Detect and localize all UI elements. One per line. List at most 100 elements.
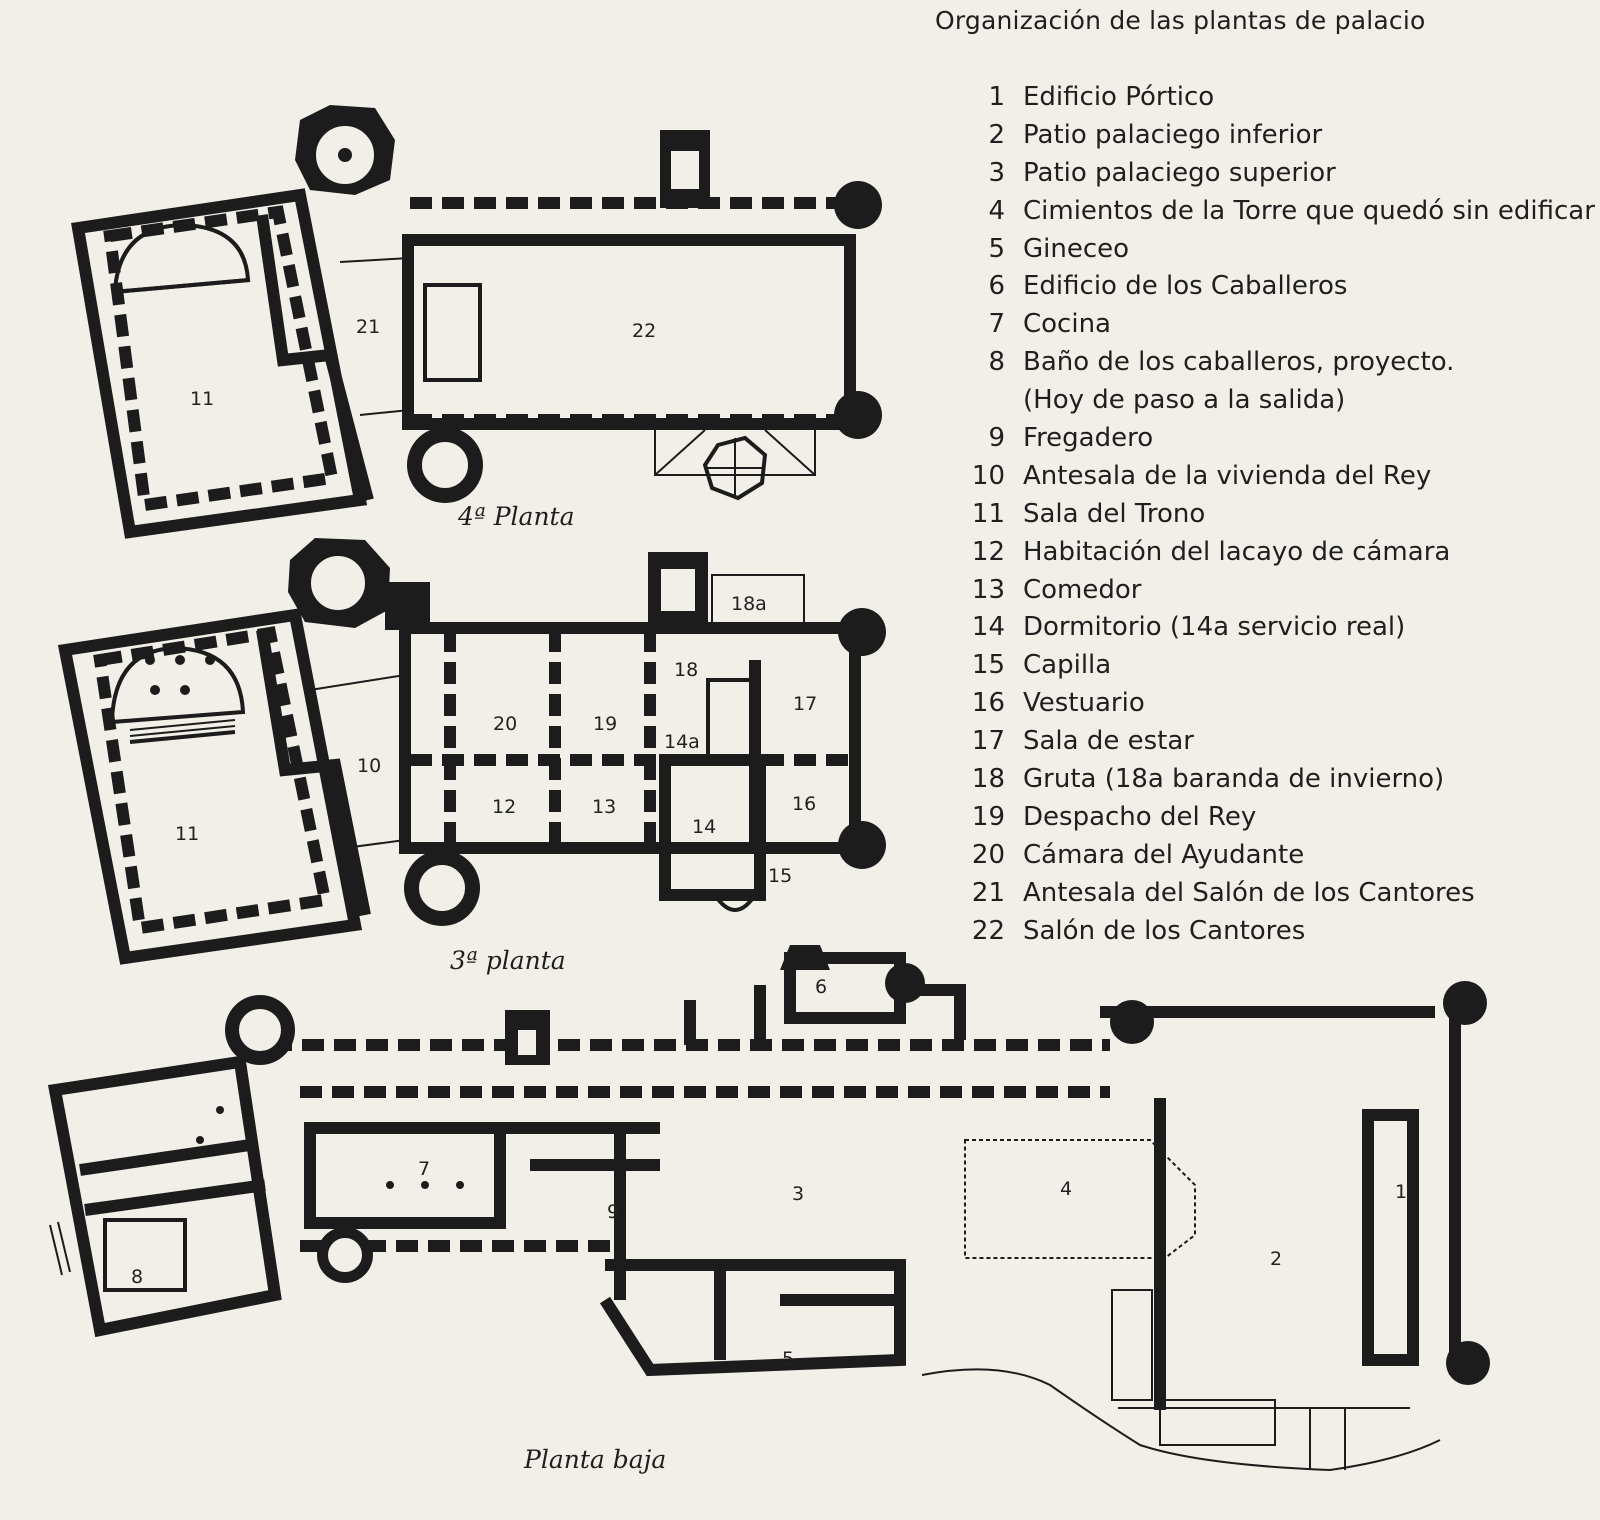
legend-number: 4 xyxy=(988,195,1005,226)
third-floor-pillar xyxy=(150,685,160,695)
legend-label: Dormitorio (14a servicio real) xyxy=(1023,612,1406,643)
legend-item: 3 Patio palaciego superior xyxy=(955,154,1595,192)
legend-label: Cámara del Ayudante xyxy=(1023,839,1305,870)
legend-label: Comedor xyxy=(1023,574,1142,605)
third-floor-alcove xyxy=(706,678,755,760)
legend-item: 17 Sala de estar xyxy=(955,722,1595,760)
legend-number: 3 xyxy=(988,157,1005,188)
ground-floor-wall xyxy=(79,1139,251,1176)
floor-label-ground: Planta baja xyxy=(524,1445,667,1474)
legend-label: Salón de los Cantores xyxy=(1023,915,1306,946)
ground-floor-stairs xyxy=(49,1224,63,1276)
third-floor-stairs xyxy=(129,719,236,731)
third-floor-east-block xyxy=(399,622,861,854)
room-number: 18 xyxy=(674,659,698,681)
legend-number: 22 xyxy=(971,915,1005,946)
legend-number: 18 xyxy=(971,764,1005,795)
fourth-floor-east-block xyxy=(402,234,856,430)
room-number: 7 xyxy=(418,1158,430,1180)
floor-label-fourth: 4ª Planta xyxy=(458,502,575,531)
legend-number: 17 xyxy=(971,726,1005,757)
legend-item: 5 Gineceo xyxy=(955,230,1595,268)
third-floor-bedroom-block xyxy=(659,754,766,901)
room-number: 11 xyxy=(190,388,214,410)
ground-floor-tower xyxy=(885,963,925,1003)
third-floor-winter-balcony xyxy=(711,574,805,628)
floor-label-third: 3ª planta xyxy=(450,946,566,975)
third-floor-block xyxy=(385,582,430,630)
ground-floor-pillar xyxy=(456,1181,464,1189)
legend-label: Patio palaciego superior xyxy=(1023,157,1336,188)
fourth-floor-north-stair xyxy=(669,149,701,191)
fourth-floor-west-block-inner xyxy=(103,205,340,512)
room-number: 1 xyxy=(1395,1181,1407,1203)
ground-floor-foundation xyxy=(964,1139,1196,1259)
room-number: 8 xyxy=(131,1266,143,1288)
fourth-floor-balcony-diag xyxy=(654,429,706,476)
legend-item: 22 Salón de los Cantores xyxy=(955,912,1595,950)
third-floor-wall xyxy=(256,629,371,917)
legend-label: Sala del Trono xyxy=(1023,498,1206,529)
legend-label: Gineceo xyxy=(1023,233,1130,264)
legend-number: 21 xyxy=(971,877,1005,908)
room-number: 13 xyxy=(592,796,616,818)
legend-number: 20 xyxy=(971,839,1005,870)
legend-label: Sala de estar xyxy=(1023,726,1194,757)
third-floor-west-block-inner xyxy=(93,626,333,935)
legend-label: Habitación del lacayo de cámara xyxy=(1023,536,1451,567)
room-number: 18a xyxy=(731,593,767,615)
ground-floor-entrance-stair xyxy=(518,1030,536,1055)
legend-number: 11 xyxy=(971,498,1005,529)
fourth-floor-divider xyxy=(111,278,251,294)
room-number: 11 xyxy=(175,823,199,845)
ground-floor-pillar xyxy=(196,1136,204,1144)
room-number: 10 xyxy=(357,755,381,777)
room-number: 4 xyxy=(1060,1178,1072,1200)
third-floor-link xyxy=(344,839,406,849)
ground-floor-pillar xyxy=(421,1181,429,1189)
legend-item: 11 Sala del Trono xyxy=(955,495,1595,533)
legend-number: 7 xyxy=(988,309,1005,340)
third-floor-stairs xyxy=(129,730,236,744)
third-floor-corner-tower xyxy=(838,608,886,656)
ground-floor-stairs xyxy=(57,1221,71,1273)
room-number: 9 xyxy=(607,1201,619,1223)
legend-number: 5 xyxy=(988,233,1005,264)
fourth-floor-corner-tower xyxy=(834,391,882,439)
third-floor-pillar xyxy=(205,655,215,665)
third-floor-pillar xyxy=(180,685,190,695)
legend-item: 7 Cocina xyxy=(955,305,1595,343)
legend-label: Patio palaciego inferior xyxy=(1023,119,1323,150)
ground-floor-wall xyxy=(920,984,966,1040)
room-number: 16 xyxy=(792,793,816,815)
third-floor-stair xyxy=(309,554,367,612)
legend-label: Cocina xyxy=(1023,309,1111,340)
ground-floor-pillar xyxy=(386,1181,394,1189)
legend-number: 16 xyxy=(971,688,1005,719)
ground-floor-rock-edge xyxy=(921,1368,1441,1472)
ground-floor-stairs xyxy=(1159,1399,1276,1446)
room-number: 3 xyxy=(792,1183,804,1205)
legend-label: Baño de los caballeros, proyecto. xyxy=(1023,347,1455,378)
ground-floor-plan: 6 7 3 4 1 2 9 8 5 xyxy=(47,945,1490,1472)
legend-number: 19 xyxy=(971,801,1005,832)
third-floor-pillar xyxy=(175,655,185,665)
fourth-floor-wall xyxy=(256,214,374,502)
ground-floor-small-tower xyxy=(780,945,830,970)
third-floor-chapel xyxy=(713,893,757,912)
fourth-floor-balcony-diag xyxy=(764,429,816,476)
fourth-floor-corner-tower xyxy=(834,181,882,229)
ground-floor-tower xyxy=(1446,1341,1490,1385)
third-floor-west-block xyxy=(57,608,363,965)
third-floor-link xyxy=(309,674,406,691)
